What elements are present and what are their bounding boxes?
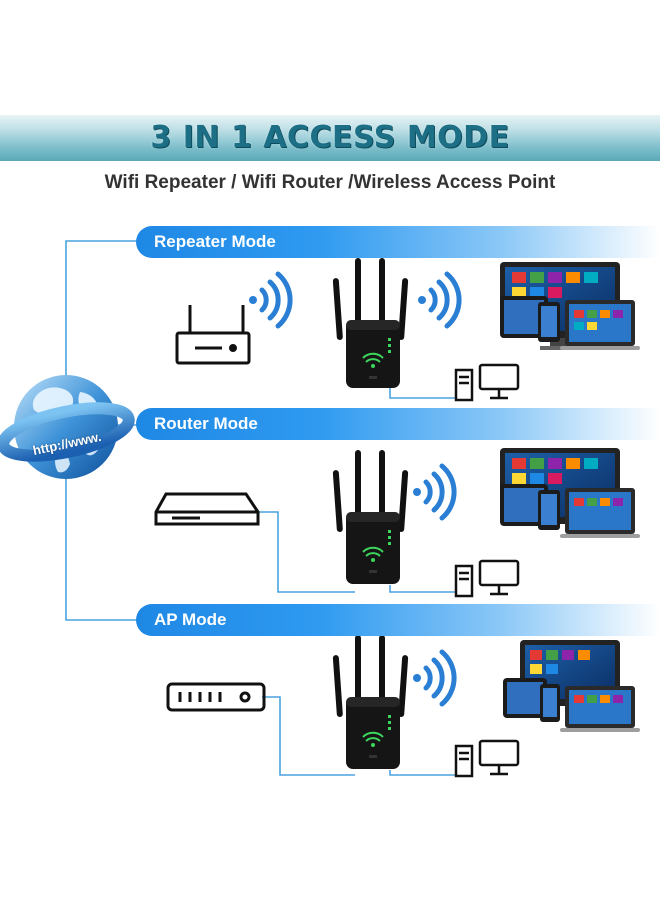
desktop-pc-icon bbox=[454, 363, 520, 402]
client-devices-icon bbox=[500, 448, 640, 538]
wifi-signal-icon bbox=[249, 271, 293, 329]
desktop-pc-icon bbox=[454, 739, 520, 778]
switch-outline-icon bbox=[166, 682, 266, 712]
wifi-extender-icon bbox=[332, 450, 409, 584]
repeater-mode-bar: Repeater Mode bbox=[136, 226, 660, 258]
wifi-extender-icon bbox=[332, 258, 409, 388]
desktop-pc-icon bbox=[454, 559, 520, 598]
globe-icon bbox=[0, 375, 135, 479]
wifi-signal-icon bbox=[418, 271, 462, 329]
modem-outline-icon bbox=[154, 492, 260, 526]
router-mode-bar: Router Mode bbox=[136, 408, 660, 440]
ap-mode-label: AP Mode bbox=[154, 610, 227, 629]
title-banner: 3 IN 1 ACCESS MODE bbox=[0, 115, 660, 161]
wifi-signal-icon bbox=[413, 649, 457, 707]
router-mode-label: Router Mode bbox=[154, 414, 258, 433]
wifi-extender-icon bbox=[332, 635, 409, 769]
page-title: 3 IN 1 ACCESS MODE bbox=[150, 120, 510, 155]
client-devices-icon bbox=[503, 640, 640, 732]
repeater-mode-label: Repeater Mode bbox=[154, 232, 276, 251]
wifi-signal-icon bbox=[413, 463, 457, 521]
client-devices-icon bbox=[500, 262, 640, 350]
page-subtitle: Wifi Repeater / Wifi Router /Wireless Ac… bbox=[104, 172, 556, 193]
ap-mode-bar: AP Mode bbox=[136, 604, 660, 636]
router-outline-icon bbox=[175, 305, 251, 365]
